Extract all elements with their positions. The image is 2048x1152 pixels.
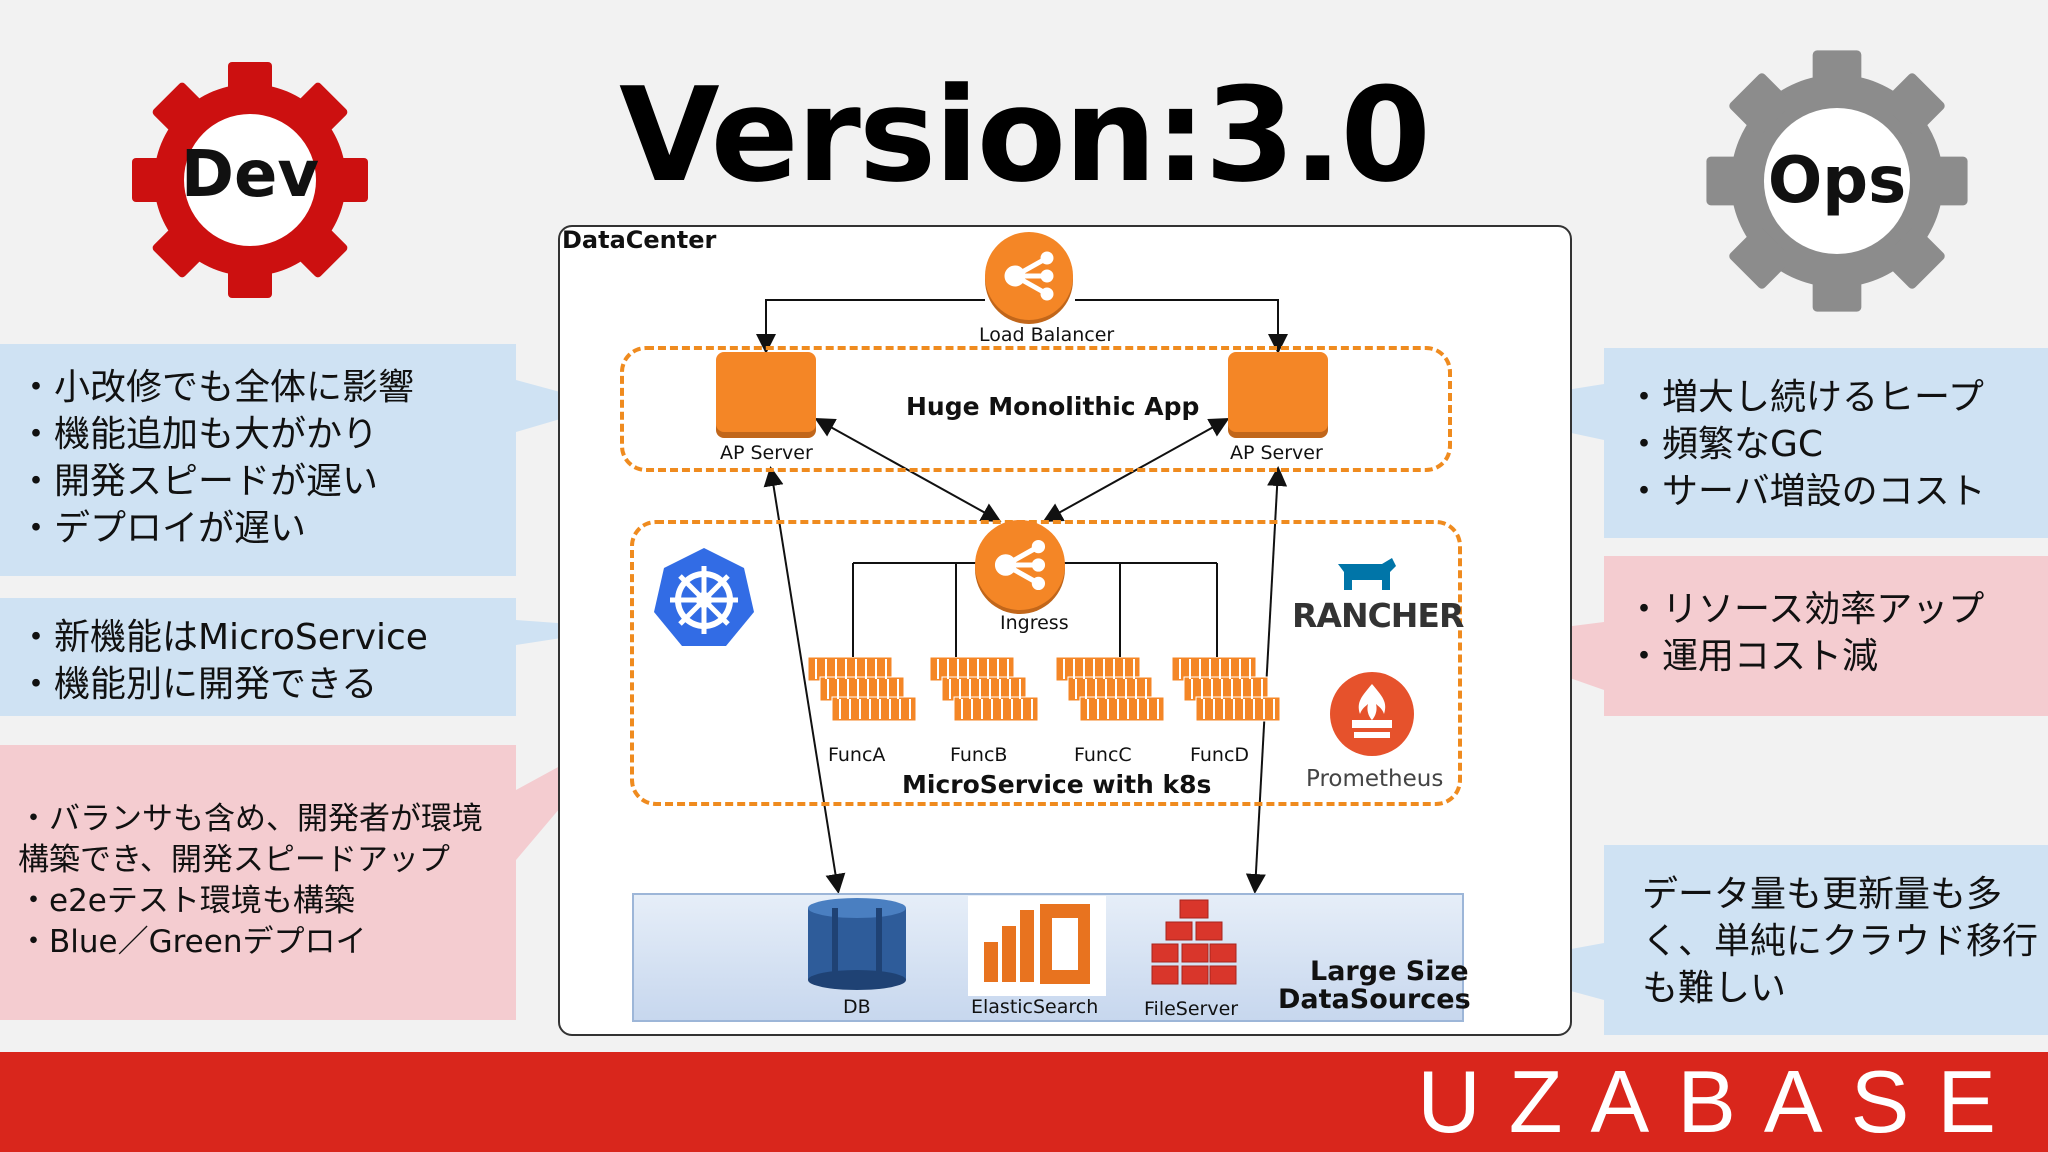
dev-gear-icon: Dev	[128, 58, 372, 302]
load-balancer-icon	[985, 232, 1073, 320]
monolith-box	[620, 346, 1452, 472]
left-note-microservice: ・新機能はMicroService ・機能別に開発できる	[0, 598, 516, 716]
left-note-monolith: ・小改修でも全体に影響 ・機能追加も大がかり ・開発スピードが遅い ・デプロイが…	[0, 344, 516, 576]
db-icon	[802, 898, 912, 990]
note-line: ・運用コスト減	[1626, 636, 1879, 677]
prometheus-icon	[1330, 672, 1414, 756]
elasticsearch-label: ElasticSearch	[971, 996, 1099, 1018]
note-line: ・Blue／Greenデプロイ	[18, 924, 367, 960]
funcd-containers-icon	[1171, 656, 1282, 741]
footer-bar	[0, 1052, 2048, 1152]
microservice-box	[630, 520, 1462, 806]
db-label: DB	[843, 996, 871, 1018]
note-line: ・e2eテスト環境も構築	[18, 883, 355, 919]
monolith-title: Huge Monolithic App	[906, 392, 1200, 421]
right-note-heap: ・増大し続けるヒープ ・頻繁なGC ・サーバ増設のコスト	[1604, 348, 2048, 538]
note-line: ・デプロイが遅い	[18, 508, 307, 549]
ops-label: Ops	[1767, 144, 1907, 218]
note-line: ・小改修でも全体に影響	[18, 367, 415, 408]
note-line: ・機能別に開発できる	[18, 664, 378, 705]
rancher-label: RANCHER	[1292, 596, 1464, 635]
funcb-containers-icon	[929, 656, 1040, 741]
ops-gear-icon: Ops	[1702, 46, 1972, 316]
note-line: ・機能追加も大がかり	[18, 414, 379, 455]
note-line: ・バランサも含め、開発者が環境	[18, 801, 483, 837]
note-line: ・新機能はMicroService	[18, 617, 428, 658]
note-line: ・増大し続けるヒープ	[1626, 377, 1984, 418]
func-c-label: FuncC	[1074, 744, 1132, 766]
note-line: く、単純にクラウド移行	[1642, 921, 2039, 962]
note-line: ・頻繁なGC	[1626, 424, 1824, 465]
page-title: Version:3.0	[619, 59, 1431, 211]
right-note-efficiency: ・リソース効率アップ ・運用コスト減	[1604, 556, 2048, 716]
kubernetes-icon	[652, 546, 756, 650]
datasources-title-line1: Large Size	[1310, 956, 1469, 987]
left-note-devops: ・バランサも含め、開発者が環境 構築でき、開発スピードアップ ・e2eテスト環境…	[0, 745, 516, 1020]
ap-server-right-label: AP Server	[1230, 442, 1323, 464]
note-line: ・リソース効率アップ	[1626, 589, 1985, 630]
datacenter-label: DataCenter	[562, 226, 717, 254]
note-line: ・サーバ増設のコスト	[1626, 471, 1986, 512]
uzabase-logo: UZABASE	[1417, 1052, 2024, 1151]
fileserver-icon	[1146, 898, 1242, 990]
microservice-title: MicroService with k8s	[902, 770, 1212, 799]
funca-containers-icon	[807, 656, 918, 741]
ap-server-right-icon	[1228, 352, 1328, 432]
note-line: データ量も更新量も多	[1642, 874, 2003, 915]
ap-server-left-label: AP Server	[720, 442, 813, 464]
ingress-label: Ingress	[1000, 612, 1069, 634]
fileserver-label: FileServer	[1144, 998, 1239, 1020]
elasticsearch-icon	[968, 896, 1106, 996]
datasources-title-line2: DataSources	[1278, 984, 1471, 1015]
note-line: 構築でき、開発スピードアップ	[18, 842, 450, 878]
ingress-icon	[975, 520, 1065, 610]
func-a-label: FuncA	[828, 744, 886, 766]
rancher-icon	[1332, 556, 1402, 594]
load-balancer-label: Load Balancer	[979, 324, 1115, 346]
right-note-data: データ量も更新量も多 く、単純にクラウド移行 も難しい	[1604, 845, 2048, 1035]
ap-server-left-icon	[716, 352, 816, 432]
note-line: も難しい	[1642, 968, 1787, 1009]
func-d-label: FuncD	[1190, 744, 1250, 766]
func-b-label: FuncB	[950, 744, 1008, 766]
note-line: ・開発スピードが遅い	[18, 461, 379, 502]
funcc-containers-icon	[1055, 656, 1166, 741]
dev-label: Dev	[180, 138, 320, 212]
prometheus-label: Prometheus	[1306, 766, 1444, 792]
